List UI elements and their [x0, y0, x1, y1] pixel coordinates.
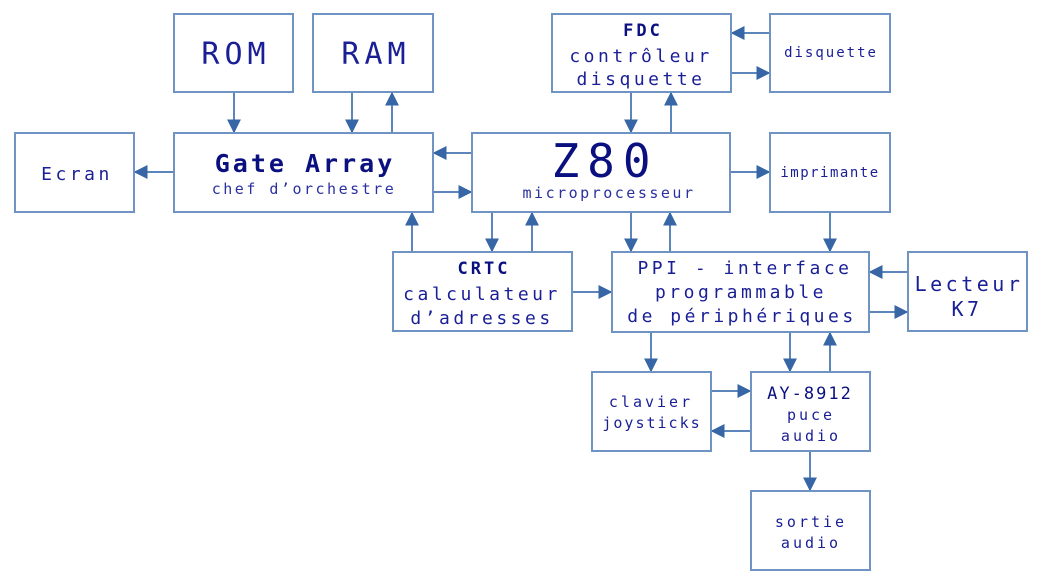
block-imprimante: imprimante	[769, 132, 891, 213]
block-sortie-audio: sortie audio	[750, 490, 871, 571]
block-z80-title: Z80	[551, 134, 658, 188]
block-clavier-line1: clavier	[609, 393, 693, 411]
block-fdc-line3: disquette	[576, 69, 705, 90]
block-ram-label: RAM	[341, 37, 410, 72]
block-ppi-line2: programmable	[655, 282, 827, 303]
block-ay-line2: puce	[787, 406, 835, 424]
block-lecteur-k7: Lecteur K7	[907, 251, 1028, 332]
connectors	[133, 26, 909, 492]
block-fdc: FDC contrôleur disquette	[551, 13, 732, 93]
block-gate-array-title: Gate Array	[215, 149, 396, 178]
block-ppi-line1: PPI - interface	[637, 258, 852, 279]
block-rom-label: ROM	[201, 37, 270, 72]
block-crtc-line3: d’adresses	[410, 308, 553, 329]
block-disquette-label: disquette	[784, 45, 878, 61]
block-clavier-line2: joysticks	[602, 414, 701, 432]
block-ay-title: AY-8912	[767, 384, 853, 404]
block-gate-array: Gate Array chef d’orchestre	[173, 132, 434, 213]
block-ram: RAM	[312, 13, 434, 93]
block-z80: Z80 microprocesseur	[471, 132, 731, 213]
block-ecran-label: Ecran	[41, 164, 113, 185]
block-imprimante-label: imprimante	[780, 165, 879, 181]
block-ppi-line3: de périphériques	[627, 306, 856, 327]
block-ecran: Ecran	[14, 132, 135, 213]
block-lecteur-k7-line1: Lecteur	[915, 272, 1024, 296]
block-fdc-line2: contrôleur	[569, 46, 712, 67]
block-ppi: PPI - interface programmable de périphér…	[611, 251, 870, 333]
block-disquette: disquette	[769, 13, 891, 93]
block-ay-8912: AY-8912 puce audio	[750, 371, 871, 452]
block-crtc: CRTC calculateur d’adresses	[392, 251, 573, 332]
block-crtc-title: CRTC	[458, 259, 511, 279]
block-sortie-line2: audio	[781, 534, 841, 552]
block-gate-array-subtitle: chef d’orchestre	[212, 180, 397, 198]
block-lecteur-k7-line2: K7	[951, 297, 982, 321]
block-ay-line3: audio	[781, 427, 841, 445]
block-sortie-line1: sortie	[775, 513, 847, 531]
block-rom: ROM	[173, 13, 294, 93]
block-fdc-title: FDC	[623, 21, 663, 41]
block-z80-subtitle: microprocesseur	[523, 184, 696, 202]
block-clavier: clavier joysticks	[591, 371, 712, 452]
block-crtc-line2: calculateur	[403, 284, 561, 305]
